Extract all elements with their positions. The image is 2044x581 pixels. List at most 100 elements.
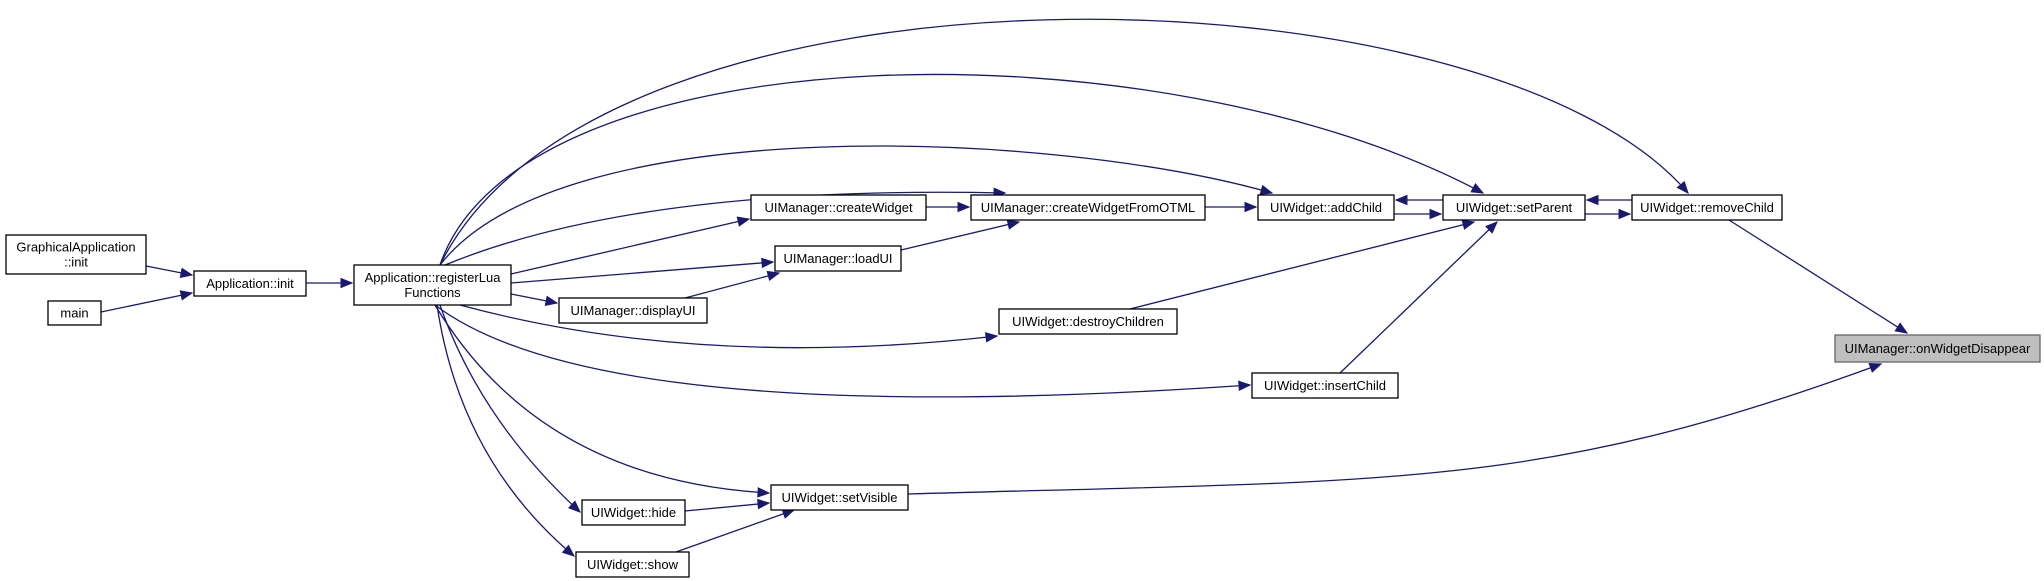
edge-main-to-application_init: [100, 290, 194, 313]
node-insert-child[interactable]: UIWidget::insertChild: [1251, 372, 1399, 399]
node-create-widget-otml[interactable]: UIManager::createWidgetFromOTML: [970, 194, 1206, 221]
edge-register_lua-to-create_widget: [510, 216, 751, 275]
node-box[interactable]: [5, 234, 147, 275]
edge-register_lua-to-add_child: [439, 145, 1274, 266]
edge-create_widget_otml-to-add_child: [1205, 201, 1258, 213]
node-box[interactable]: [1251, 372, 1399, 399]
node-box[interactable]: [581, 499, 686, 526]
node-box[interactable]: [47, 300, 102, 326]
node-label: UIManager::displayUI: [571, 303, 696, 318]
edge-arrowhead: [1894, 322, 1909, 334]
node-label: GraphicalApplication: [16, 240, 135, 255]
node-box[interactable]: [770, 484, 909, 511]
node-box[interactable]: [353, 264, 512, 306]
node-graphical-app-init[interactable]: GraphicalApplication::init: [5, 234, 147, 275]
edge-line: [684, 272, 780, 299]
node-load-ui[interactable]: UIManager::loadUI: [774, 245, 902, 272]
node-box[interactable]: [558, 297, 708, 324]
edge-insert_child-to-set_parent: [1339, 221, 1498, 374]
node-hide[interactable]: UIWidget::hide: [581, 499, 686, 526]
edges-layer: [100, 18, 1909, 557]
node-label: UIManager::loadUI: [783, 251, 892, 266]
edge-arrowhead: [544, 295, 559, 306]
node-box[interactable]: [970, 194, 1206, 221]
edge-arrowhead: [1676, 180, 1689, 195]
node-box[interactable]: [750, 194, 927, 221]
node-label: UIManager::createWidgetFromOTML: [981, 200, 1196, 215]
edge-line: [434, 304, 1251, 398]
edge-arrowhead: [757, 487, 771, 498]
node-label: UIWidget::setVisible: [781, 490, 897, 505]
node-box[interactable]: [1834, 334, 2041, 363]
edge-arrowhead: [957, 201, 971, 213]
edge-arrowhead: [561, 544, 576, 557]
edge-line: [684, 502, 770, 512]
edge-line: [675, 509, 795, 553]
node-label: UIWidget::hide: [591, 505, 676, 520]
node-label: UIWidget::addChild: [1270, 200, 1382, 215]
edge-set_parent-to-remove_child: [1585, 208, 1632, 220]
edge-line: [1129, 221, 1475, 310]
node-on-widget-disappear[interactable]: UIManager::onWidgetDisappear: [1834, 334, 2041, 363]
node-set-visible[interactable]: UIWidget::setVisible: [770, 484, 909, 511]
node-box[interactable]: [1631, 194, 1783, 221]
edge-register_lua-to-destroy_children: [459, 304, 999, 349]
node-box[interactable]: [1257, 194, 1395, 221]
edge-arrowhead: [736, 216, 751, 227]
node-box[interactable]: [774, 245, 902, 272]
edge-line: [1339, 221, 1498, 374]
edge-arrowhead: [1470, 182, 1485, 194]
edge-line: [439, 18, 1689, 266]
edge-arrowhead: [1461, 219, 1476, 230]
node-box[interactable]: [575, 551, 690, 578]
node-label: UIManager::createWidget: [764, 200, 913, 215]
node-destroy-children[interactable]: UIWidget::destroyChildren: [998, 308, 1178, 335]
node-label: UIManager::onWidgetDisappear: [1845, 341, 2031, 356]
node-label: UIWidget::removeChild: [1640, 200, 1774, 215]
edge-arrowhead: [1394, 194, 1408, 206]
node-box[interactable]: [1442, 194, 1586, 221]
node-display-ui[interactable]: UIManager::displayUI: [558, 297, 708, 324]
edge-line: [439, 145, 1273, 266]
node-label: UIWidget::destroyChildren: [1012, 314, 1164, 329]
node-label: UIWidget::setParent: [1456, 200, 1573, 215]
edge-line: [900, 221, 1020, 251]
edge-line: [444, 191, 1006, 266]
edge-register_lua-to-remove_child: [439, 18, 1689, 266]
edge-add_child-to-set_parent: [1394, 208, 1443, 220]
edge-arrowhead: [1868, 363, 1883, 373]
edge-register_lua-to-load_ui: [510, 257, 775, 284]
edge-arrowhead: [1585, 194, 1599, 206]
edge-remove_child-to-on_widget_disappear: [1728, 219, 1909, 334]
edge-line: [434, 304, 770, 494]
edge-show-to-set_visible: [675, 508, 796, 553]
edge-register_lua-to-hide: [439, 304, 581, 513]
node-application-init[interactable]: Application::init: [193, 270, 307, 297]
edge-register_lua-to-set_parent: [439, 73, 1485, 266]
node-label: Functions: [404, 285, 461, 300]
edge-line: [439, 73, 1484, 266]
edge-set_visible-to-on_widget_disappear: [907, 363, 1883, 495]
edge-line: [439, 304, 581, 513]
node-add-child[interactable]: UIWidget::addChild: [1257, 194, 1395, 221]
node-main[interactable]: main: [47, 300, 102, 326]
edge-arrowhead: [1485, 221, 1498, 234]
node-box[interactable]: [998, 308, 1178, 335]
edge-arrowhead: [1238, 380, 1252, 392]
node-show[interactable]: UIWidget::show: [575, 551, 690, 578]
edge-arrowhead: [1618, 208, 1632, 220]
node-label: UIWidget::insertChild: [1264, 378, 1386, 393]
edge-destroy_children-to-set_parent: [1129, 219, 1476, 310]
node-create-widget[interactable]: UIManager::createWidget: [750, 194, 927, 221]
node-remove-child[interactable]: UIWidget::removeChild: [1631, 194, 1783, 221]
edge-hide-to-set_visible: [684, 498, 771, 512]
edge-create_widget-to-create_widget_otml: [926, 201, 971, 213]
node-box[interactable]: [193, 270, 307, 297]
edge-display_ui-to-load_ui: [684, 270, 781, 299]
edge-line: [100, 292, 193, 313]
node-set-parent[interactable]: UIWidget::setParent: [1442, 194, 1586, 221]
edge-line: [907, 363, 1882, 495]
